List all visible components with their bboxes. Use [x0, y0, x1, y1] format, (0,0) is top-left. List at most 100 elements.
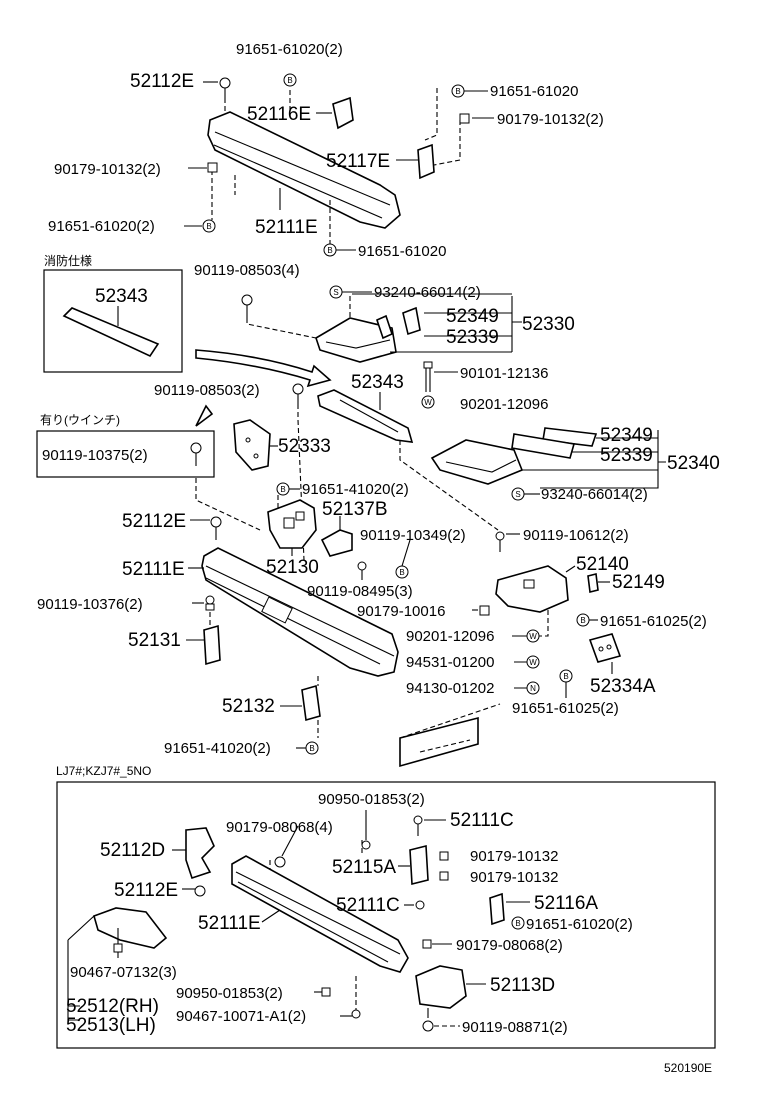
part-label: 94130-01202	[406, 680, 494, 697]
bolt-symbol: B	[395, 565, 409, 579]
part-label: 52113D	[490, 975, 555, 996]
svg-text:N: N	[530, 684, 536, 693]
part-label: 90179-10132(2)	[497, 111, 604, 128]
clip-90467-10071	[351, 1009, 361, 1019]
bracket-52130	[267, 499, 317, 549]
svg-text:B: B	[399, 568, 404, 577]
nut-icon	[439, 871, 449, 881]
svg-text:B: B	[580, 616, 585, 625]
bolt-90119-10375	[190, 442, 202, 466]
part-label: 52111E	[122, 559, 185, 580]
part-label: 52112E	[122, 511, 186, 532]
bracket-52112D	[185, 827, 215, 880]
bolt-52112E-top	[219, 77, 231, 98]
bolt-symbol: B	[276, 482, 290, 496]
bolt-90119-10376	[205, 595, 215, 611]
bolt-90179-08068	[274, 856, 286, 868]
bolt-90119-08503-4	[241, 294, 253, 318]
svg-text:S: S	[515, 490, 520, 499]
part-label: 91651-61020	[490, 83, 578, 100]
part-label: 52112E	[114, 880, 178, 901]
part-label: 52115A	[332, 857, 396, 878]
svg-text:B: B	[515, 919, 520, 928]
part-label: 90119-08871(2)	[462, 1019, 568, 1036]
bolt-symbol: B	[576, 613, 590, 627]
bolt-90101-12136	[423, 361, 433, 392]
part-label: 90467-10071-A1(2)	[176, 1008, 306, 1025]
part-label: 52132	[222, 696, 275, 717]
part-label: 93240-66014(2)	[374, 284, 481, 301]
svg-text:B: B	[327, 246, 332, 255]
bracket-52333	[233, 419, 271, 471]
clip-90950-01853	[321, 987, 331, 997]
part-label: 52340	[667, 453, 720, 474]
part-label: 93240-66014(2)	[541, 486, 648, 503]
part-label: 91651-61020	[358, 243, 446, 260]
part-label: 52333	[278, 436, 331, 457]
direction-arrow-small	[195, 404, 214, 427]
bolt-symbol: B	[202, 219, 216, 233]
svg-text:B: B	[563, 672, 568, 681]
bolt-90119-08871	[422, 1008, 434, 1032]
part-label: 90179-10016	[357, 603, 445, 620]
part-label: 94531-01200	[406, 654, 494, 671]
fire-spec-box	[43, 269, 183, 373]
svg-text:B: B	[280, 485, 285, 494]
part-label: 52117E	[326, 151, 390, 172]
part-label: 52334A	[590, 676, 656, 697]
part-label: 91651-41020(2)	[302, 481, 409, 498]
part-label: 52111E	[198, 913, 261, 934]
svg-text:W: W	[424, 398, 432, 407]
frame-end	[399, 703, 501, 768]
part-label: 90201-12096	[406, 628, 494, 645]
nut-icon	[459, 113, 470, 124]
part-label: 90950-01853(2)	[176, 985, 283, 1002]
part-label: 90179-08068(2)	[456, 937, 563, 954]
part-label: 90179-10132(2)	[54, 161, 161, 178]
clip-90467-07132	[113, 943, 123, 953]
part-label: 90119-10375(2)	[42, 447, 148, 464]
screw-symbol: S	[511, 487, 525, 501]
part-label: 52339	[446, 327, 499, 348]
bolt-symbol: B	[305, 741, 319, 755]
bolt-symbol: B	[323, 243, 337, 257]
bolt-52111C-bottom	[415, 900, 425, 910]
nut-symbol: N	[526, 681, 540, 695]
bolt-90119-10612	[495, 531, 505, 552]
svg-text:B: B	[206, 222, 211, 231]
bracket-52334A	[588, 633, 622, 663]
part-label: 52111C	[336, 895, 400, 916]
svg-text:W: W	[529, 658, 537, 667]
part-label: 52111E	[255, 217, 318, 238]
part-label: 90119-08495(3)	[307, 583, 413, 600]
variant-section-box	[56, 781, 716, 1049]
svg-text:B: B	[287, 76, 292, 85]
bracket-52117E	[417, 143, 435, 180]
part-label: 90119-10612(2)	[523, 527, 629, 544]
part-label: 52149	[612, 572, 665, 593]
fire-spec-caption: 消防仕様	[44, 253, 92, 268]
part-label: 90119-08503(2)	[154, 382, 260, 399]
bumper-end-52113D	[415, 965, 467, 1009]
bracket-52115A	[409, 844, 429, 886]
step-plate-52340	[430, 439, 524, 485]
part-label: 52349	[600, 425, 653, 446]
bolt-symbol: B	[451, 84, 465, 98]
bolt-52112E-bottom	[194, 885, 206, 897]
part-label: 90201-12096	[460, 396, 548, 413]
part-label: 52140	[576, 554, 629, 575]
part-label: 90467-07132(3)	[70, 964, 177, 981]
part-label: 52349	[446, 306, 499, 327]
bracket-52132	[301, 684, 321, 722]
part-label: 52112E	[130, 71, 194, 92]
nut-icon	[207, 162, 218, 173]
nut-icon	[422, 939, 432, 949]
part-label: 91651-61020(2)	[236, 41, 343, 58]
bracket-52137B	[320, 529, 353, 557]
part-label: 52512(RH)	[66, 996, 159, 1017]
part-label: 90101-12136	[460, 365, 548, 382]
pad-52339-b	[511, 433, 576, 459]
part-label: 52339	[600, 445, 653, 466]
part-label: 90119-08503(4)	[194, 262, 300, 279]
